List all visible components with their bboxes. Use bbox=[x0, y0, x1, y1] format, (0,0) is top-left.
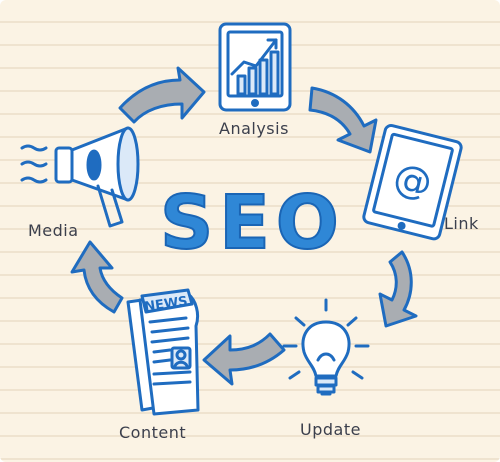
arrow-analysis-to-link bbox=[308, 86, 378, 154]
seo-title: SEO bbox=[159, 179, 345, 267]
arrow-media-to-analysis bbox=[118, 66, 206, 124]
megaphone-icon bbox=[20, 126, 140, 228]
email-tablet-icon: @ bbox=[362, 124, 463, 241]
stage-label-link: Link bbox=[444, 214, 479, 233]
arrow-content-to-media bbox=[70, 240, 124, 314]
arrow-update-to-content bbox=[202, 332, 286, 386]
news-banner-text: NEWS bbox=[144, 294, 189, 315]
stage-label-update: Update bbox=[300, 420, 361, 439]
cycle-arrows bbox=[70, 66, 418, 386]
stage-label-content: Content bbox=[119, 423, 187, 442]
lightbulb-icon bbox=[282, 298, 370, 396]
stage-label-analysis: Analysis bbox=[219, 119, 289, 138]
chart-tablet-icon bbox=[218, 22, 292, 112]
stage-label-media: Media bbox=[28, 221, 79, 240]
newspaper-icon: NEWS bbox=[126, 288, 200, 416]
arrow-link-to-update bbox=[378, 250, 418, 328]
